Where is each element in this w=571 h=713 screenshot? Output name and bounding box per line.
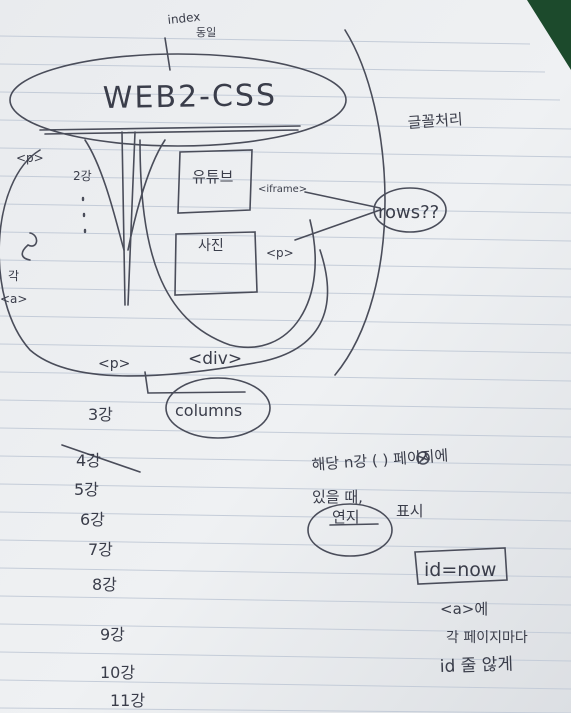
ruled-lines bbox=[0, 35, 571, 713]
note-line-5: 각 페이지마다 bbox=[446, 630, 528, 646]
youtube-box bbox=[177, 149, 253, 214]
rows-oval bbox=[373, 187, 447, 233]
lecture-8: 8강 bbox=[92, 575, 117, 594]
rows-pointer bbox=[294, 191, 381, 241]
right-note: 글꼴처리 bbox=[407, 110, 463, 132]
columns-oval bbox=[165, 377, 271, 439]
frame-divider bbox=[121, 131, 126, 306]
page-boundary-arc bbox=[334, 29, 386, 376]
lecture-2: 2강 bbox=[73, 169, 92, 183]
columns-label: columns bbox=[175, 401, 242, 420]
lecture-6: 6강 bbox=[80, 510, 105, 529]
lecture-4: 4강 bbox=[76, 451, 101, 470]
sketch-drawings bbox=[0, 29, 508, 585]
lecture-11: 11강 bbox=[110, 691, 145, 710]
lecture-9: 9강 bbox=[100, 625, 125, 644]
note-line-2: 있을 때, bbox=[312, 488, 363, 506]
lecture-7: 7강 bbox=[88, 540, 113, 559]
left-loop bbox=[0, 149, 329, 377]
p-tag-bottom: <p> bbox=[98, 356, 130, 372]
gak-label: 각 bbox=[8, 269, 19, 283]
note-line-3: 표시 bbox=[396, 502, 424, 520]
title-oval bbox=[9, 53, 347, 147]
rows-label: rows?? bbox=[378, 202, 439, 223]
frame-top-bar bbox=[39, 125, 301, 131]
id-now-label: id=now bbox=[424, 559, 496, 581]
a-tag-left: <a> bbox=[0, 292, 27, 306]
lecture-5: 5강 bbox=[74, 480, 99, 499]
title-text: WEB2-CSS bbox=[103, 78, 278, 116]
image-box bbox=[174, 231, 258, 296]
p-tag-middle: <p> bbox=[266, 246, 294, 260]
top-label-1: index bbox=[167, 10, 201, 27]
div-tag: <div> bbox=[188, 349, 242, 369]
highlight-word: 연지 bbox=[332, 508, 360, 526]
id-now-box bbox=[414, 547, 508, 585]
iframe-tag: <iframe> bbox=[258, 184, 307, 195]
note-line-6: id 줄 않게 bbox=[439, 654, 513, 677]
top-label-2: 동일 bbox=[196, 25, 216, 39]
highlight-oval bbox=[307, 503, 393, 557]
youtube-label: 유튜브 bbox=[192, 168, 234, 186]
note-line-4: <a>에 bbox=[440, 600, 488, 618]
image-label: 사진 bbox=[198, 238, 224, 254]
p-tag-left: <p> bbox=[16, 151, 44, 165]
lecture-10: 10강 bbox=[100, 663, 135, 682]
lecture-3: 3강 bbox=[88, 405, 113, 424]
